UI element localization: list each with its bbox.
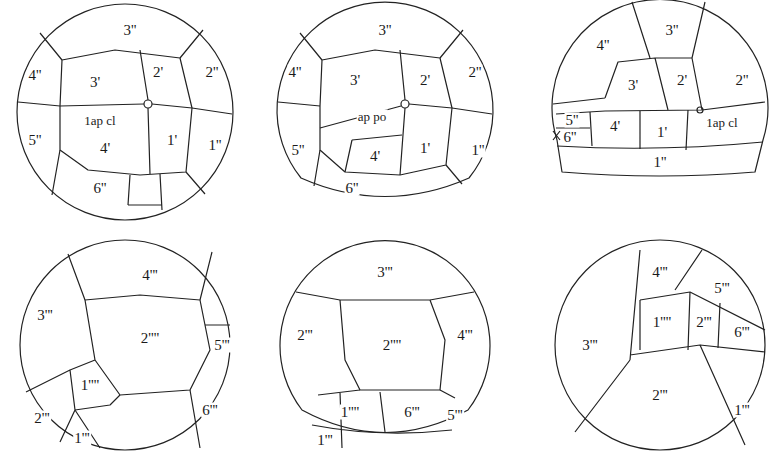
plate-label: 2'' [735,73,750,88]
plate-label: 1' [166,133,178,148]
plate-label: 4'' [288,65,303,80]
plate-label: 5''' [213,338,231,353]
plate-label: 5''' [446,408,464,423]
plate-label: 4''' [141,268,159,283]
plate-label: 6'' [563,130,578,145]
plate-label: 6''' [733,325,751,340]
plate-label: 1' [419,141,431,156]
plate-label: 3''' [581,338,599,353]
plate-label: 1'''' [652,315,672,330]
plate-label: 4' [369,149,381,164]
plate-label: 4''' [456,328,474,343]
plate-label: 3' [627,78,639,93]
plate-label: 6'' [345,181,360,196]
plate-label: 3''' [36,308,54,323]
plate-label: 2'' [205,65,220,80]
plate-label: 2''' [296,328,314,343]
plate-label: 3'' [123,23,138,38]
plate-label: 1''' [73,431,91,446]
plate-label: 5'' [28,133,43,148]
plate-label: 1''' [733,403,751,418]
plate-label: 4' [609,119,621,134]
plate-label: 1' [656,125,668,140]
plate-label: 6''' [403,405,421,420]
plate-label: 1'' [653,155,668,170]
plate-label: 1ap cl [83,114,116,127]
plate-label: 3'' [665,23,680,38]
plate-label: 6''' [201,403,219,418]
plate-label: 1'''' [340,405,360,420]
plate-label: 1'' [471,143,486,158]
plate-label: 5'' [565,113,580,128]
plate-label: 3' [349,73,361,88]
plate-label: 2' [419,73,431,88]
plate-label: 2'' [468,65,483,80]
plate-label: ap po [357,110,388,123]
plate-label: 4''' [651,265,669,280]
plate-label: 5'' [291,143,306,158]
plate-label: 2'''' [140,331,160,346]
plate-label: 1'''' [80,378,100,393]
plate-label: 1''' [316,433,334,448]
plate-label: 1'' [208,138,223,153]
plate-label: 2''' [651,388,669,403]
plate-label: 5''' [713,281,731,296]
plate-label: 2''' [695,315,713,330]
plate-label: 3''' [376,265,394,280]
plate-label: 4'' [28,68,43,83]
plate-label: 2''' [33,411,51,426]
plate-label: 3'' [378,23,393,38]
plate-label: 1ap cl [705,116,738,129]
plate-label: 2' [152,65,164,80]
plate-label: 2' [676,73,688,88]
plate-label: 4'' [596,38,611,53]
plate-label: 4' [99,141,111,156]
plate-label: 6'' [93,181,108,196]
plate-label: 2'''' [382,338,402,353]
plate-label: 3' [89,75,101,90]
